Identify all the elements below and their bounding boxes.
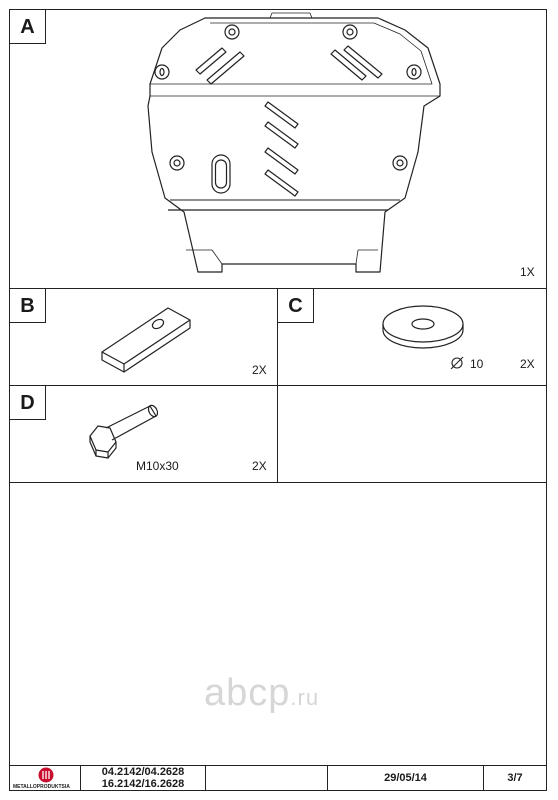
product-codes: 04.2142/04.2628 16.2142/16.2628 [102, 766, 185, 790]
tb-code-cell: 04.2142/04.2628 16.2142/16.2628 [81, 765, 205, 791]
tb-divider-2 [205, 765, 206, 791]
drawing-date: 29/05/14 [384, 772, 427, 784]
divider-a [9, 288, 547, 289]
metalloproduktsia-logo-icon [38, 767, 54, 783]
section-b-quantity: 2X [252, 363, 267, 377]
divider-title-block [9, 765, 547, 766]
tb-divider-1 [80, 765, 81, 791]
washer-diameter: 10 [470, 357, 484, 371]
plate-nut-drawing [101, 307, 191, 373]
abcp-watermark: abcp.ru [204, 672, 319, 715]
tb-date-cell: 29/05/14 [328, 765, 483, 791]
section-c-label: C [278, 289, 314, 323]
watermark-main: abcp [204, 672, 291, 714]
section-a-quantity: 1X [520, 265, 535, 279]
tb-page-cell: 3/7 [484, 765, 546, 791]
tb-logo-cell: METALLOPRODUKTSIA [10, 765, 80, 791]
diameter-icon [450, 356, 464, 370]
section-d-label: D [10, 386, 46, 420]
bolt-size: M10x30 [136, 459, 179, 473]
brand-name: METALLOPRODUKTSIA [13, 784, 70, 790]
skid-plate-drawing [147, 12, 441, 273]
product-code-line-1: 04.2142/04.2628 [101, 766, 185, 778]
divider-vertical-bc [277, 288, 278, 482]
section-d-quantity: 2X [252, 459, 267, 473]
tb-divider-3 [327, 765, 328, 791]
divider-d [9, 482, 547, 483]
section-c-quantity: 2X [520, 357, 535, 371]
page-number: 3/7 [507, 772, 523, 784]
product-code-line-2: 16.2142/16.2628 [101, 778, 185, 790]
tb-divider-4 [483, 765, 484, 791]
section-b-label: B [10, 289, 46, 323]
section-a-label: A [10, 10, 46, 44]
bolt-drawing [89, 404, 159, 459]
watermark-suffix: .ru [290, 685, 320, 710]
drawing-frame [9, 9, 547, 791]
divider-bc [9, 385, 547, 386]
washer-drawing [382, 305, 464, 349]
